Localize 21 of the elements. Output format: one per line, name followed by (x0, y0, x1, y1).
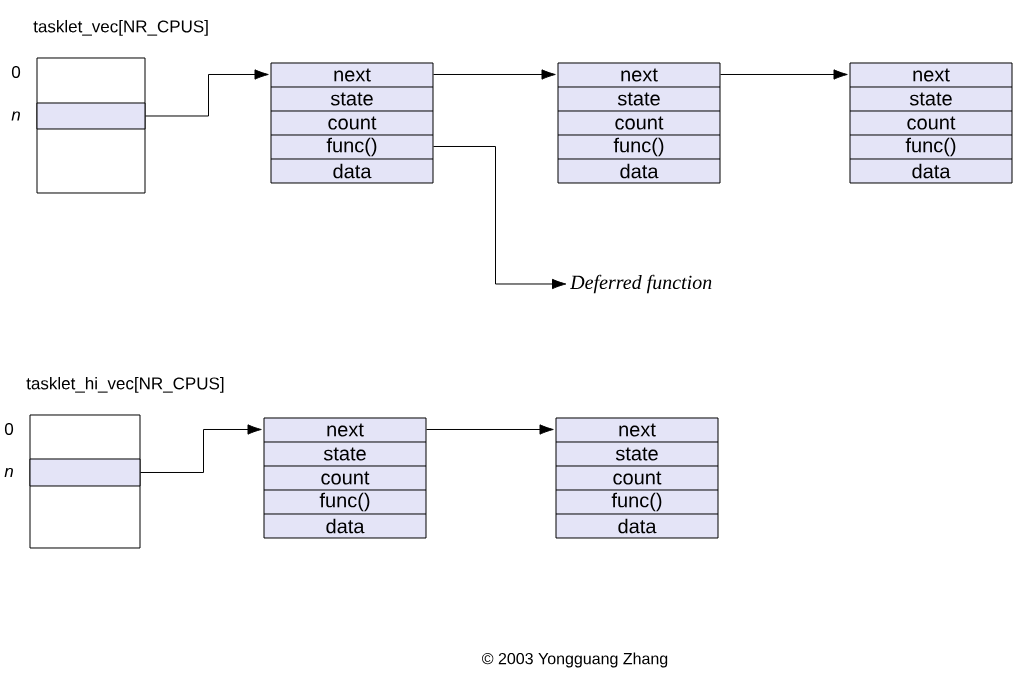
index-label: n (11, 111, 20, 121)
arrow (720, 69, 848, 80)
arrow (426, 424, 554, 435)
index-label: n (4, 467, 13, 478)
struct-box: next state count func() data (263, 417, 427, 539)
array-slot (29, 458, 141, 487)
struct-box: next state count func() data (557, 62, 721, 184)
struct-box: next state count func() data (849, 62, 1013, 184)
array-title: tasklet_vec[NR_CPUS] (33, 19, 208, 36)
index-label: 0 (4, 422, 14, 435)
struct-box: next state count func() data (555, 417, 719, 539)
copyright-note: © 2003 Yongguang Zhang (482, 652, 668, 668)
node-text: Deferred function (570, 274, 712, 294)
arrow (433, 69, 556, 80)
struct-box: next state count func() data (270, 62, 434, 184)
array-slot (36, 102, 146, 130)
array-title: tasklet_hi_vec[NR_CPUS] (26, 376, 224, 393)
arrow (433, 146, 567, 290)
index-label: 0 (11, 66, 21, 78)
arrow (145, 69, 269, 117)
arrow (140, 424, 262, 473)
